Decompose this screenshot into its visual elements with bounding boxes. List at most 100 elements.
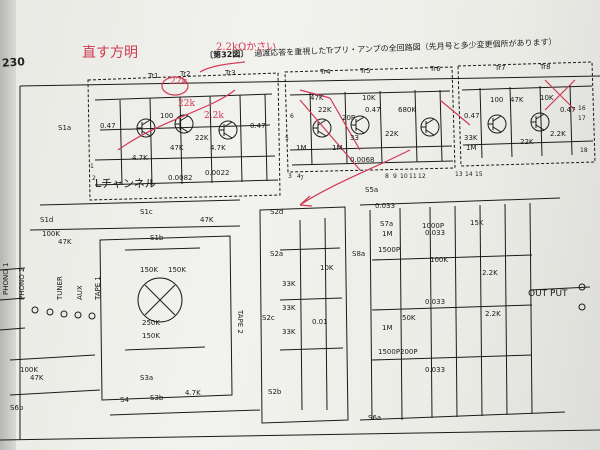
component-value: 100K	[20, 366, 38, 374]
component-value: 20P	[342, 114, 355, 122]
component-value: 47K	[200, 216, 214, 224]
l-channel-box	[87, 72, 281, 201]
circle-mark-icon	[161, 76, 189, 96]
l-channel-label: Lチャンネル	[95, 177, 156, 190]
component-value: 22K	[520, 138, 534, 146]
handwritten-top-note: 直す方明	[82, 44, 138, 61]
component-value: 2.2K	[482, 269, 498, 277]
component-value: 250K	[142, 319, 160, 327]
component-value: 47K	[170, 144, 184, 152]
handwritten-value: 22k	[170, 77, 187, 87]
component-value: 1M	[296, 144, 307, 152]
node-number: 1	[90, 163, 94, 170]
component-value: 150K	[142, 332, 160, 340]
component-value: 1500P	[378, 348, 400, 356]
component-value: 1M	[332, 144, 343, 152]
component-value: 22K	[385, 130, 399, 138]
component-value: 2.2K	[550, 130, 566, 138]
transistor-label: Tr6	[429, 65, 441, 73]
component-value: 47K	[58, 238, 72, 246]
component-value: 1M	[382, 324, 393, 332]
component-value: 22K	[318, 106, 332, 114]
component-value: 4.7K	[132, 154, 148, 162]
input-label: PHONO 2	[18, 268, 26, 300]
switch-label: S3a	[140, 374, 153, 382]
red-cross-icon	[544, 79, 576, 111]
transistor-label: Tr7	[494, 64, 506, 72]
node-number: 4	[297, 173, 301, 180]
switch-label: S6a	[368, 414, 381, 422]
transistor-label: Tr3	[224, 69, 236, 77]
red-stroke	[117, 89, 236, 151]
handwritten-value: 2.2k	[204, 111, 224, 121]
node-number: 2	[92, 175, 96, 182]
component-value: 0.0022	[205, 169, 230, 177]
component-value: 0.47	[560, 106, 576, 114]
input-label: TAPE 2	[236, 309, 244, 334]
node-number: 18	[580, 147, 588, 154]
component-value: 10K	[320, 264, 334, 272]
component-value: 1500P	[378, 246, 400, 254]
component-value: 0.47	[250, 122, 266, 130]
node-number: 6	[290, 113, 294, 120]
component-value: 150K	[140, 266, 158, 274]
node-number: 17	[578, 115, 586, 122]
switch-label: S4	[120, 396, 129, 404]
red-stroke	[439, 99, 471, 126]
node-number: 9	[393, 173, 397, 180]
component-value: 10K	[540, 94, 554, 102]
node-number: 7	[300, 175, 304, 182]
switch-label: S6b	[10, 404, 24, 412]
handwritten-value: 22k	[178, 99, 195, 109]
node-number: 16	[578, 105, 586, 112]
input-label: PHONO 1	[2, 263, 10, 295]
component-value: 2.2K	[485, 310, 501, 318]
node-number: 10	[400, 173, 408, 180]
switch-label: S1a	[58, 124, 71, 132]
stage-one-box	[284, 66, 456, 173]
component-value: 50K	[402, 314, 416, 322]
component-value: 0.0068	[350, 156, 375, 164]
component-value: 4.7K	[210, 144, 226, 152]
switch-label: S5a	[365, 186, 378, 194]
component-value: 0.47	[464, 112, 480, 120]
node-number: 5	[285, 135, 289, 142]
component-value: 47K	[30, 374, 44, 382]
schematic-labels: 直す方明 2.2kΩかさい 22k 22k 2.2k Lチャンネル OUT PU…	[2, 41, 588, 422]
wire	[19, 75, 600, 87]
component-value: 0.0082	[168, 174, 193, 182]
component-value: 33K	[464, 134, 478, 142]
page-binding-edge	[0, 0, 16, 450]
component-value: 1000P	[422, 222, 444, 230]
component-value: 150K	[168, 266, 186, 274]
component-value: 47K	[510, 96, 524, 104]
switch-label: S2c	[262, 314, 275, 322]
node-number: 12	[418, 173, 426, 180]
component-value: 1M	[466, 144, 477, 152]
switch-label: S2a	[270, 250, 283, 258]
transistor-label: Tr2	[179, 70, 191, 78]
switch-label: S1c	[140, 208, 153, 216]
component-value: 0.033	[425, 366, 445, 374]
component-value: 0.47	[100, 122, 116, 130]
component-value: 0.47	[365, 106, 381, 114]
component-value: 22K	[195, 134, 209, 142]
switch-label: S7a	[380, 220, 393, 228]
component-value: 0.033	[425, 229, 445, 237]
switch-label: S2b	[268, 388, 282, 396]
component-value: 0.033	[425, 298, 445, 306]
transistor-label: Tr4	[319, 68, 331, 76]
component-value: 1M	[382, 230, 393, 238]
input-label: TAPE 1	[94, 276, 102, 301]
node-number: 13	[455, 171, 463, 178]
switch-label: S8a	[352, 250, 365, 258]
node-number: 8	[385, 173, 389, 180]
component-value: 0.01	[312, 318, 328, 326]
input-label: AUX	[76, 285, 84, 300]
component-value: 33K	[282, 304, 296, 312]
switch-label: S1b	[150, 234, 164, 242]
red-arrow-icon	[299, 149, 411, 207]
input-label: TUNER	[56, 276, 64, 301]
switch-label: S2d	[270, 208, 283, 216]
